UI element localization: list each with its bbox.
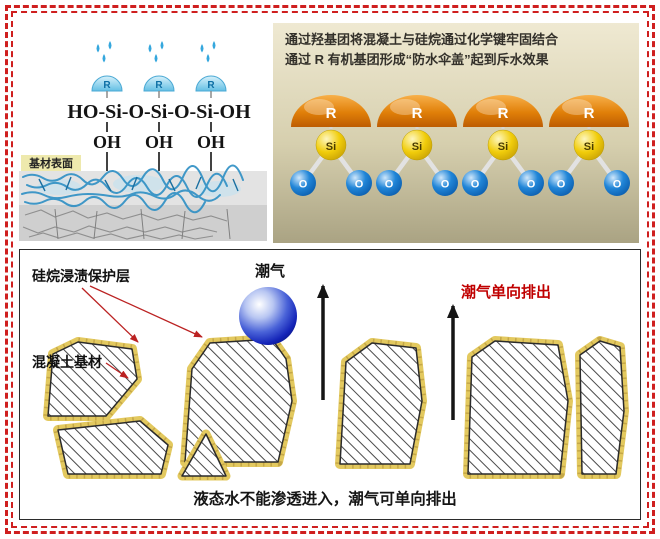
oh-group-label: OH (93, 132, 121, 152)
si-atom-icon: Si (487, 129, 519, 161)
concrete-block (575, 336, 629, 479)
caption-line-2: 通过 R 有机基团形成“防水伞盖”起到斥水效果 (285, 52, 549, 67)
inner-dashed-border: R R R HO-Si-O-Si-O-Si-OH OH (11, 11, 649, 528)
concrete-block (335, 338, 427, 469)
cross-section-figure: 硅烷浸渍保护层 潮气 潮气单向排出 混凝土基材 液态水不能渗透进入，潮气可单向排… (32, 262, 629, 508)
leader-arrows (81, 285, 203, 379)
r-dome-label: R (498, 105, 509, 122)
concrete-block (180, 334, 297, 467)
caption-line-1: 通过羟基团将混凝土与硅烷通过化学键牢固结合 (285, 32, 559, 47)
r-group-label: R (155, 80, 163, 91)
r-dome-label: R (326, 105, 337, 122)
si-atom-label: Si (584, 141, 594, 153)
substrate-label-highlight (21, 155, 81, 171)
concrete-block (53, 416, 173, 479)
o-atom-icon: O (462, 170, 488, 196)
substrate-label: 基材表面 (28, 156, 73, 170)
one-way-discharge-label: 潮气单向排出 (461, 283, 551, 301)
o-atom-label: O (471, 179, 480, 191)
outer-dashed-border: R R R HO-Si-O-Si-O-Si-OH OH (5, 5, 655, 534)
silane-formula: HO-Si-O-Si-O-Si-OH (67, 101, 251, 123)
panel-molecule-photo: 通过羟基团将混凝土与硅烷通过化学键牢固结合 通过 R 有机基团形成“防水伞盖”起… (273, 23, 639, 243)
moisture-label: 潮气 (255, 262, 285, 280)
panel-chemistry-schematic: R R R HO-Si-O-Si-O-Si-OH OH (19, 41, 267, 241)
panel-cross-section: 硅烷浸渍保护层 潮气 潮气单向排出 混凝土基材 液态水不能渗透进入，潮气可单向排… (19, 249, 641, 520)
concrete-block (463, 336, 573, 479)
si-atom-icon: Si (315, 129, 347, 161)
si-atom-label: Si (326, 141, 336, 153)
bond-lines (106, 122, 212, 132)
concrete-substrate-label: 混凝土基材 (32, 354, 102, 370)
o-atom-label: O (557, 179, 566, 191)
umbrella-icon: R (91, 75, 123, 98)
o-atom-label: O (355, 179, 364, 191)
protection-layer-label: 硅烷浸渍保护层 (32, 268, 130, 284)
r-dome-label: R (584, 105, 595, 122)
water-droplet-sphere (239, 287, 297, 345)
umbrella-icon: R (195, 75, 227, 98)
top-row: R R R HO-Si-O-Si-O-Si-OH OH (19, 19, 641, 243)
o-atom-icon: O (376, 170, 402, 196)
concrete-blocks (43, 334, 629, 481)
o-atom-label: O (527, 179, 536, 191)
r-dome-icon: R (463, 95, 543, 127)
r-dome-label: R (412, 105, 423, 122)
si-atom-icon: Si (401, 129, 433, 161)
o-atom-icon: O (548, 170, 574, 196)
o-atom-icon: O (432, 170, 458, 196)
r-dome-icon: R (291, 95, 371, 127)
r-dome-icon: R (549, 95, 629, 127)
r-group-label: R (207, 80, 215, 91)
r-group-label: R (103, 80, 111, 91)
rain-drops-icon (96, 41, 216, 63)
umbrella-icon: R (143, 75, 175, 98)
si-atom-label: Si (412, 141, 422, 153)
o-atom-icon: O (290, 170, 316, 196)
oh-group-label: OH (197, 132, 225, 152)
concrete-block (43, 337, 142, 421)
concrete-block (177, 429, 231, 481)
o-atom-icon: O (604, 170, 630, 196)
si-atom-icon: Si (573, 129, 605, 161)
o-atom-label: O (299, 179, 308, 191)
o-atom-label: O (385, 179, 394, 191)
r-dome-icon: R (377, 95, 457, 127)
substrate-texture (19, 164, 267, 241)
o-atom-label: O (441, 179, 450, 191)
o-atom-label: O (613, 179, 622, 191)
si-atom-label: Si (498, 141, 508, 153)
o-atom-icon: O (346, 170, 372, 196)
o-atom-icon: O (518, 170, 544, 196)
bottom-caption: 液态水不能渗透进入，潮气可单向排出 (193, 489, 457, 508)
oh-group-label: OH (145, 132, 173, 152)
